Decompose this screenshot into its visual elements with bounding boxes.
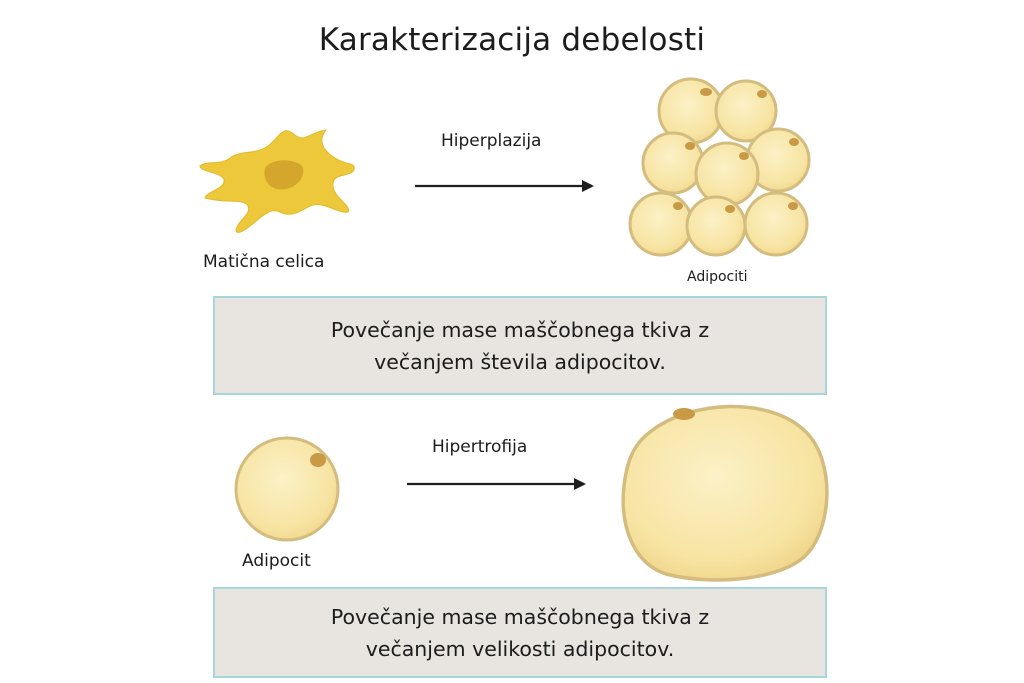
cluster-cell	[628, 191, 694, 257]
cluster-cell	[685, 195, 747, 257]
hyperplasia-label: Hiperplazija	[441, 131, 542, 151]
adipocytes-label: Adipociti	[687, 269, 748, 285]
enlarged-adipocyte	[621, 404, 829, 582]
hypertrophy-description-line2: večanjem velikosti adipocitov.	[365, 636, 675, 661]
cluster-cell	[714, 79, 778, 143]
hypertrophy-description-line1: Povečanje mase maščobnega tkiva z	[330, 604, 710, 629]
hyperplasia-description-line1: Povečanje mase maščobnega tkiva z	[330, 317, 710, 342]
cluster-cell	[694, 141, 760, 207]
stem-cell-label: Matična celica	[203, 252, 325, 272]
hyperplasia-description-box: Povečanje mase maščobnega tkiva z večanj…	[213, 296, 827, 395]
diagram-title: Karakterizacija debelosti	[318, 22, 706, 58]
hyperplasia-description-line2: večanjem števila adipocitov.	[374, 349, 666, 374]
cluster-cell	[743, 191, 809, 257]
adipocyte-label: Adipocit	[242, 551, 311, 571]
cluster-cell	[641, 131, 705, 195]
single-adipocyte	[234, 436, 340, 542]
hypertrophy-description-box: Povečanje mase maščobnega tkiva z večanj…	[213, 587, 827, 678]
adipocyte-cluster	[628, 77, 811, 257]
stem-cell-nucleus	[264, 160, 304, 190]
stem-cell-illustration	[199, 129, 355, 233]
hypertrophy-label: Hipertrofija	[432, 437, 528, 457]
